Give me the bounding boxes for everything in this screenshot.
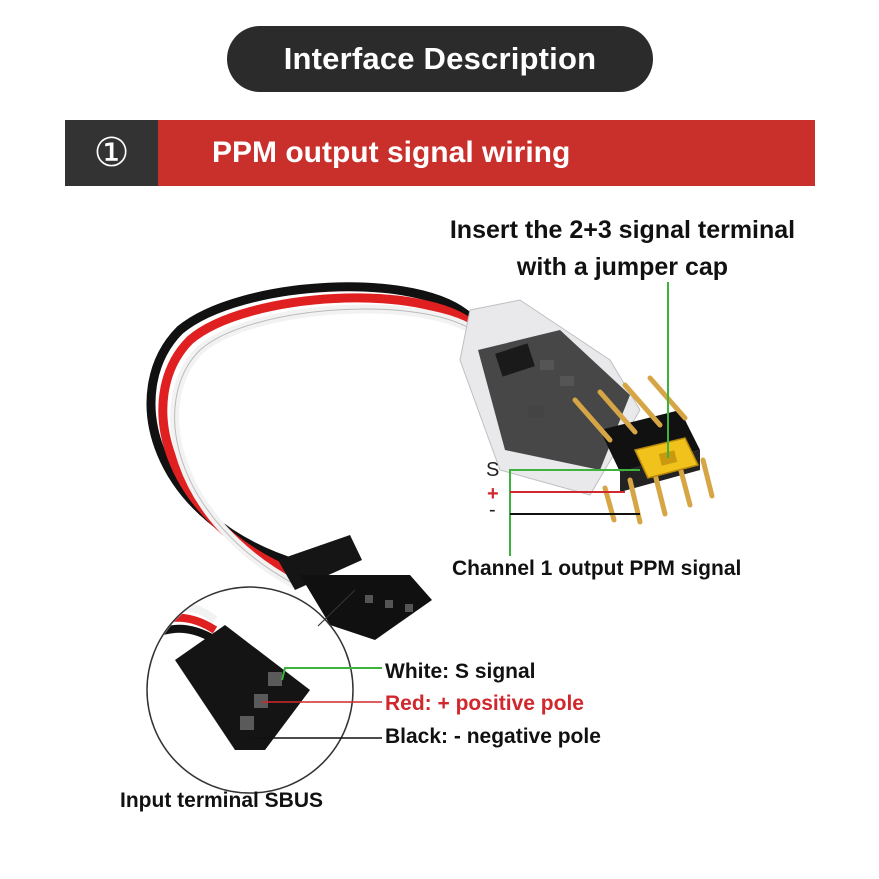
section-number: ① (65, 120, 158, 186)
servo-cable (146, 282, 483, 590)
zoom-circle (146, 586, 356, 794)
wire-label-red: Red: + positive pole (385, 692, 584, 715)
pcb-module (459, 299, 641, 496)
channel-output-note: Channel 1 output PPM signal (452, 557, 742, 580)
section-banner: ① PPM output signal wiring (65, 120, 815, 186)
section-title: PPM output signal wiring (158, 120, 815, 186)
pin-header (572, 375, 715, 525)
servo-plug (278, 535, 432, 640)
page-title: Interface Description (227, 26, 653, 92)
pin-label-plus: + (487, 483, 499, 505)
jumper-note-line-2: with a jumper cap (516, 253, 729, 281)
jumper-note-line-1: Insert the 2+3 signal terminal (449, 216, 796, 244)
jumper-cap-note: Insert the 2+3 signal terminal with a ju… (420, 212, 825, 286)
pin-label-minus: - (489, 499, 496, 521)
input-terminal-note: Input terminal SBUS (120, 789, 324, 812)
leader-lines (250, 282, 669, 739)
pin-label-s: S (486, 459, 500, 481)
wire-label-white: White: S signal (385, 660, 536, 683)
wire-label-black: Black: - negative pole (385, 725, 601, 748)
